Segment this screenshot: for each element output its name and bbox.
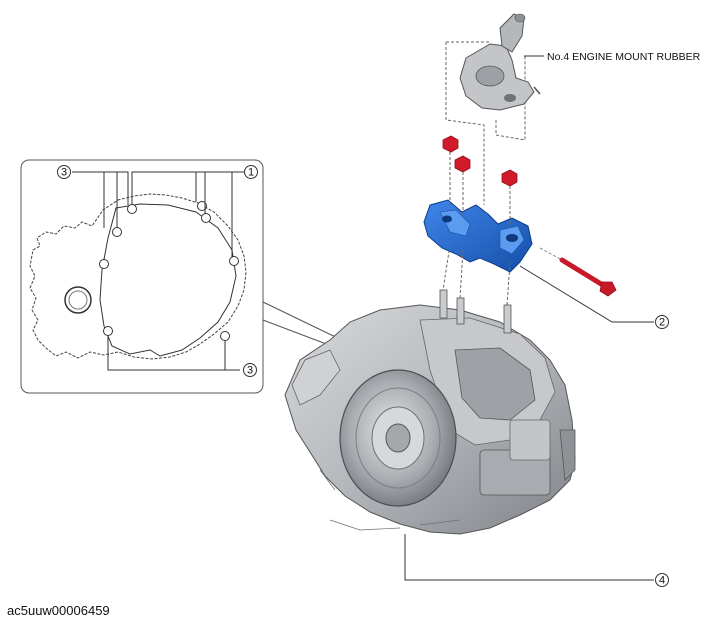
svg-text:3: 3	[61, 167, 67, 179]
callout-3-top: 3	[57, 165, 71, 179]
bolt-marker	[229, 256, 239, 266]
bolt-marker	[197, 201, 207, 211]
callout-2: 2	[519, 265, 669, 329]
detail-inset: 3 1 3	[20, 159, 264, 394]
transaxle-mount-bracket	[423, 199, 533, 273]
svg-text:4: 4	[659, 575, 665, 587]
leader-lines-3-bottom	[107, 335, 240, 371]
svg-text:2: 2	[659, 317, 665, 329]
leader-lines-3-top	[72, 171, 129, 228]
nut	[442, 135, 459, 153]
bolt-marker	[103, 326, 113, 336]
image-id-caption: ac5uuw00006459	[7, 603, 110, 618]
bolt-marker	[220, 331, 230, 341]
mount-rubber-label: No.4 ENGINE MOUNT RUBBER	[547, 51, 701, 63]
transaxle-assembly	[284, 289, 576, 535]
leader-lines-1	[131, 171, 245, 257]
housing-flange-outline	[29, 193, 247, 360]
bolt-marker	[112, 227, 122, 237]
nut	[501, 169, 518, 187]
svg-text:3: 3	[247, 365, 253, 377]
svg-text:1: 1	[248, 167, 254, 179]
inset-bolts	[99, 201, 239, 341]
callout-1: 1	[244, 165, 258, 179]
bolt-marker	[201, 213, 211, 223]
engine-mount-rubber	[459, 13, 541, 111]
bolt-marker	[127, 204, 137, 214]
callout-4: 4	[404, 534, 669, 587]
through-bolt	[539, 247, 617, 297]
mount-rubber-label-group: No.4 ENGINE MOUNT RUBBER	[524, 51, 701, 63]
nut	[454, 155, 471, 173]
callout-3-bottom: 3	[243, 363, 257, 377]
bell-housing-outline	[99, 203, 237, 357]
bolt-marker	[99, 259, 109, 269]
mount-nuts	[442, 135, 518, 187]
